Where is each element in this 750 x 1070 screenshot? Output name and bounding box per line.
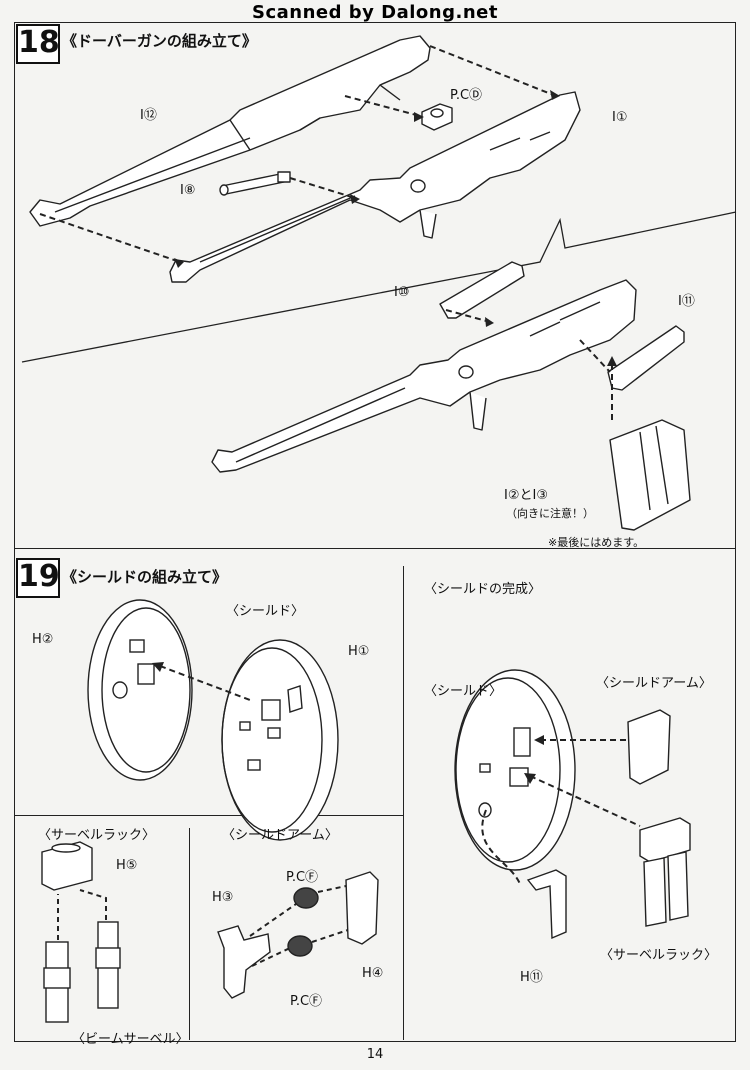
last-note: ※最後にはめます。 [548, 536, 645, 549]
label-h1: H① [348, 644, 370, 659]
page-number: 14 [366, 1047, 384, 1062]
label-i10: I⑩ [394, 285, 410, 300]
label-i8: I⑧ [180, 183, 196, 198]
shield-arm-heading: 〈シールドアーム〉 [222, 828, 338, 843]
page-frame [14, 22, 736, 1042]
subsection-column-divider [189, 828, 190, 1040]
complete-shield-label: 〈シールド〉 [424, 684, 503, 699]
complete-shield-arm-label: 〈シールドアーム〉 [596, 676, 712, 691]
label-i2-i3: I②とI③ [504, 488, 548, 503]
step-divider [14, 548, 736, 549]
label-pc-f-top: P.CⒻ [286, 870, 319, 885]
label-h5: H⑤ [116, 858, 138, 873]
label-i12: I⑫ [140, 108, 157, 123]
label-pc-f-bottom: P.CⒻ [290, 994, 323, 1009]
label-i1: I① [612, 110, 628, 125]
shield-complete-heading: 〈シールドの完成〉 [424, 582, 542, 597]
saber-rack-heading: 〈サーベルラック〉 [38, 828, 156, 843]
step-title-19: 《シールドの組み立て》 [62, 568, 228, 586]
label-pc-d: P.CⒹ [450, 88, 483, 103]
column-divider [403, 566, 404, 1040]
step-number-18: 18 [16, 24, 60, 64]
label-h3: H③ [212, 890, 234, 905]
beam-saber-label: 〈ビームサーベル〉 [72, 1032, 189, 1047]
direction-note: （向きに注意！） [506, 507, 594, 520]
label-h2: H② [32, 632, 54, 647]
subsection-divider [14, 815, 403, 816]
scan-watermark: Scanned by Dalong.net [252, 2, 498, 23]
step-number-19: 19 [16, 558, 60, 598]
complete-saber-rack-label: 〈サーベルラック〉 [600, 948, 718, 963]
label-i11: I⑪ [678, 294, 695, 309]
label-h4: H④ [362, 966, 384, 981]
shield-heading: 〈シールド〉 [226, 604, 305, 619]
step-title-18: 《ドーバーガンの組み立て》 [62, 32, 257, 50]
label-h11: H⑪ [520, 970, 543, 985]
